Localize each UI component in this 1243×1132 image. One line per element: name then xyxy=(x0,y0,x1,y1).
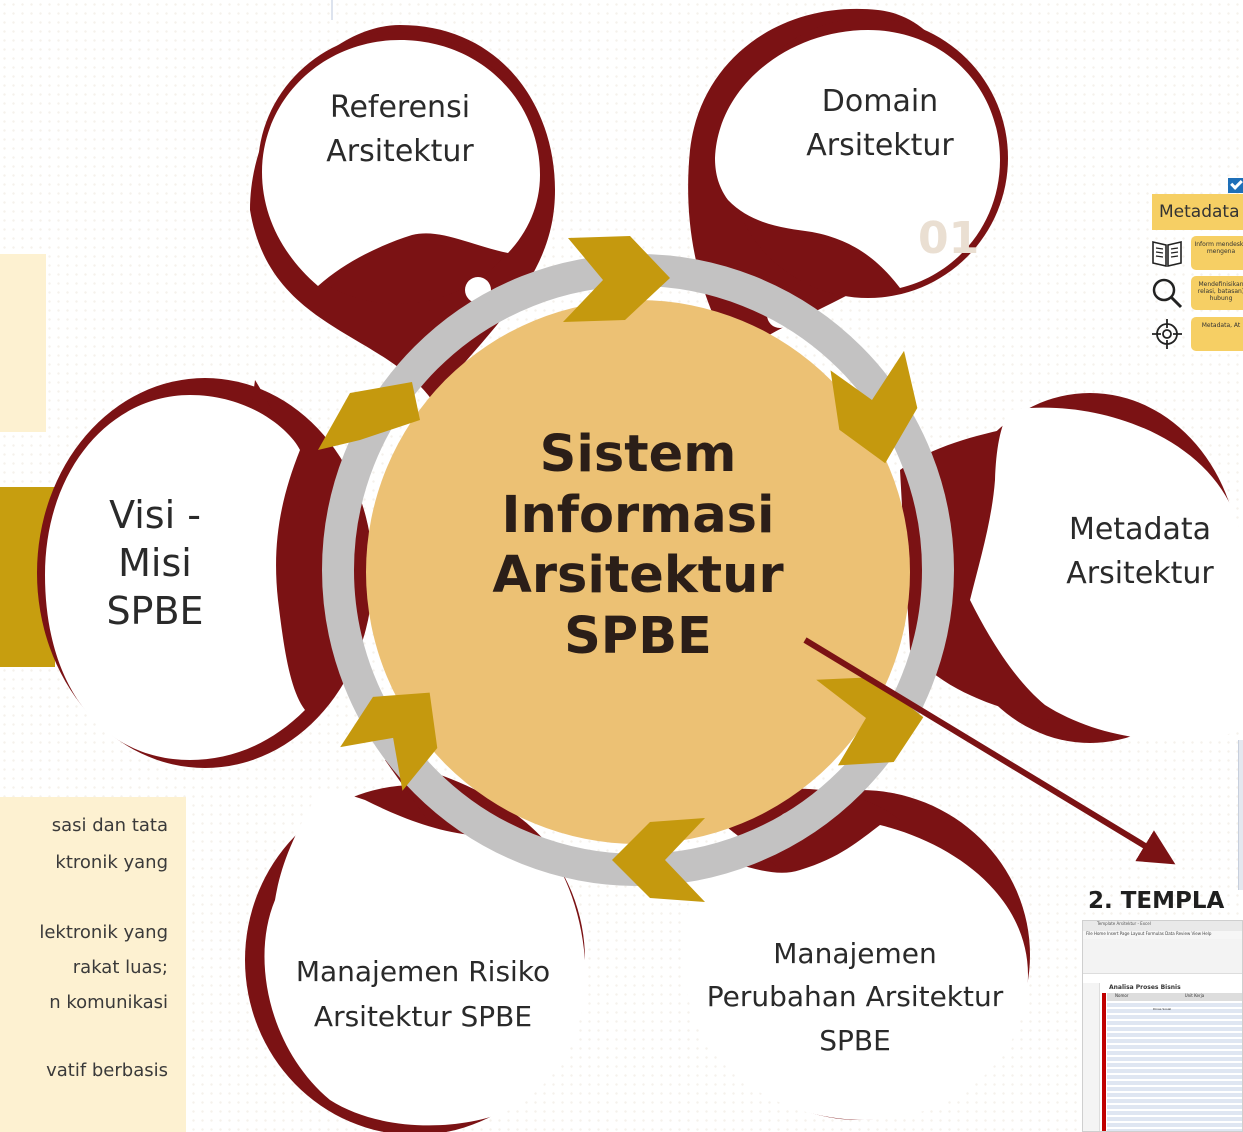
sheet-title-bar: Template Arsitektur - Excel xyxy=(1083,921,1242,931)
label-referensi: Referensi Arsitektur xyxy=(300,86,500,173)
center-title: Sistem Informasi Arsitektur SPBE xyxy=(448,425,828,668)
metadata-heading: Metadata xyxy=(1152,194,1243,230)
node-domain xyxy=(688,8,1008,359)
label-perubahan: Manajemen Perubahan Arsitektur SPBE xyxy=(690,932,1020,1062)
metadata-row-2: Mendefinisikan relasi, batasan) hubung xyxy=(1191,276,1243,310)
label-domain: Domain Arsitektur xyxy=(780,80,980,167)
note-line-1: sasi dan tata xyxy=(51,815,168,836)
note-line-4: rakat luas; xyxy=(72,957,168,978)
scroll-thumbnail xyxy=(1238,740,1243,890)
label-perubahan-line-3: SPBE xyxy=(819,1023,891,1057)
metadata-row-3: Metadata, At xyxy=(1191,317,1243,351)
target-icon xyxy=(1152,319,1182,349)
note-box-top xyxy=(0,254,46,432)
template-heading: 2. TEMPLA xyxy=(1088,888,1225,914)
note-line-2: ktronik yang xyxy=(55,852,168,873)
label-metadata-line-1: Metadata xyxy=(1068,512,1212,547)
sheet-rows xyxy=(1107,1003,1242,1131)
note-box-bottom xyxy=(0,797,186,1132)
spreadsheet-preview: Template Arsitektur - Excel File Home In… xyxy=(1082,920,1243,1132)
sheet-heading: Analisa Proses Bisnis xyxy=(1109,984,1181,991)
sheet-ribbon xyxy=(1083,939,1242,974)
label-metadata-line-2: Arsitektur xyxy=(1066,555,1214,591)
note-line-6: vatif berbasis xyxy=(46,1060,168,1081)
center-title-line-2: Informasi xyxy=(501,485,775,545)
label-perubahan-line-1: Manajemen xyxy=(773,937,937,970)
label-visi: Visi - Misi SPBE xyxy=(80,492,230,636)
label-domain-line-1: Domain xyxy=(821,84,939,119)
center-circle xyxy=(366,300,910,844)
label-metadata: Metadata Arsitektur xyxy=(1050,508,1230,595)
node-visi xyxy=(37,378,373,768)
node-perubahan xyxy=(684,788,1030,1120)
checkbox-icon xyxy=(1228,178,1243,193)
sheet-menu-bar: File Home Insert Page Layout Formulas Da… xyxy=(1083,931,1242,939)
book-icon xyxy=(1152,240,1182,268)
sheet-col-unit: Unit Kerja xyxy=(1184,993,1205,998)
center-title-line-1: Sistem xyxy=(539,425,737,484)
magnifier-icon xyxy=(1152,278,1183,309)
metadata-row-1: Inform mendeskri mengena xyxy=(1191,236,1243,270)
label-risiko-line-1: Manajemen Risiko xyxy=(295,955,551,988)
label-visi-line-3: SPBE xyxy=(106,588,204,633)
note-line-3: lektronik yang xyxy=(39,922,168,943)
pointer-arrow xyxy=(803,637,1176,865)
ghost-number: 01 xyxy=(918,213,980,264)
divider-line xyxy=(331,0,333,20)
sheet-red-column xyxy=(1102,993,1106,1131)
cycle-arrows xyxy=(318,236,924,902)
sheet-header-row: Nomor Unit Kerja xyxy=(1107,993,1242,1001)
sheet-row-label: Dinas Sosial xyxy=(1153,1007,1172,1011)
note-line-5: n komunikasi xyxy=(49,992,168,1013)
label-domain-line-2: Arsitektur xyxy=(806,127,954,163)
label-risiko-line-2: Arsitektur SPBE xyxy=(313,999,533,1033)
label-referensi-line-2: Arsitektur xyxy=(326,133,474,169)
label-visi-line-2: Misi xyxy=(118,540,192,585)
sheet-row-numbers xyxy=(1083,983,1100,1131)
center-title-line-4: SPBE xyxy=(564,607,712,667)
label-risiko: Manajemen Risiko Arsitektur SPBE xyxy=(268,950,578,1040)
sheet-col-nomor: Nomor xyxy=(1115,993,1129,998)
label-referensi-line-1: Referensi xyxy=(329,90,471,125)
label-visi-line-1: Visi - xyxy=(109,493,201,537)
center-title-line-3: Arsitektur xyxy=(492,546,784,606)
label-perubahan-line-2: Perubahan Arsitektur xyxy=(706,980,1004,1014)
